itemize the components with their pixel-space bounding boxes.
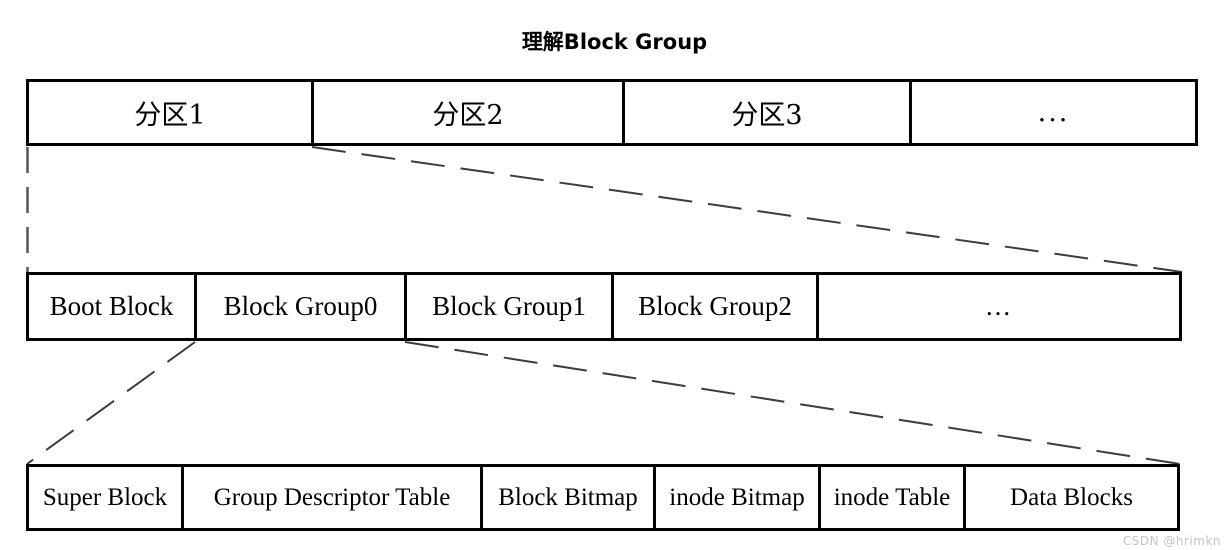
partition-cell[interactable]: 分区1 bbox=[29, 82, 314, 143]
page-title: 理解Block Group bbox=[521, 30, 708, 54]
block-group0-label: Block Group0 bbox=[223, 291, 378, 321]
boot-block-label: Boot Block bbox=[49, 291, 174, 321]
partition-cell-label: 分区3 bbox=[731, 100, 803, 131]
block-group-row: Boot Block Block Group0 Block Group1 Blo… bbox=[26, 272, 1182, 341]
block-bitmap-cell[interactable]: Block Bitmap bbox=[483, 467, 656, 528]
inode-bitmap-cell[interactable]: inode Bitmap bbox=[656, 467, 821, 528]
partition-cell-overflow[interactable]: ... bbox=[912, 82, 1195, 143]
blockgroup0-right-guide-line bbox=[404, 341, 1181, 465]
block-bitmap-label: Block Bitmap bbox=[498, 483, 638, 511]
data-blocks-cell[interactable]: Data Blocks bbox=[966, 467, 1177, 528]
block-group1-cell[interactable]: Block Group1 bbox=[407, 275, 614, 338]
partition-row: 分区1 分区2 分区3 ... bbox=[26, 79, 1198, 146]
super-block-label: Super Block bbox=[42, 483, 168, 511]
block-group-cell-overflow[interactable]: ... bbox=[819, 275, 1179, 338]
partition-cell-label: 分区2 bbox=[432, 100, 504, 131]
block-group2-cell[interactable]: Block Group2 bbox=[614, 275, 819, 338]
watermark: CSDN @hrimkn bbox=[1122, 534, 1221, 548]
inode-bitmap-label: inode Bitmap bbox=[669, 483, 805, 511]
group-descriptor-table-label: Group Descriptor Table bbox=[213, 483, 451, 511]
block-group0-cell[interactable]: Block Group0 bbox=[197, 275, 407, 338]
boot-block-cell[interactable]: Boot Block bbox=[29, 275, 197, 338]
partition-cell[interactable]: 分区3 bbox=[625, 82, 912, 143]
partition-cell[interactable]: 分区2 bbox=[314, 82, 625, 143]
inode-table-cell[interactable]: inode Table bbox=[821, 467, 966, 528]
inode-table-label: inode Table bbox=[833, 483, 951, 511]
block-group2-label: Block Group2 bbox=[638, 291, 792, 321]
partition1-right-guide-line bbox=[311, 146, 1183, 273]
data-blocks-label: Data Blocks bbox=[1010, 483, 1133, 511]
block-group-detail-row: Super Block Group Descriptor Table Block… bbox=[26, 464, 1180, 531]
block-group1-label: Block Group1 bbox=[432, 291, 586, 321]
block-group-overflow-label: ... bbox=[985, 291, 1013, 321]
partition-cell-label: ... bbox=[1037, 97, 1070, 128]
partition-cell-label: 分区1 bbox=[134, 100, 206, 131]
blockgroup0-left-guide-line bbox=[26, 341, 196, 465]
group-descriptor-table-cell[interactable]: Group Descriptor Table bbox=[184, 467, 483, 528]
super-block-cell[interactable]: Super Block bbox=[29, 467, 184, 528]
